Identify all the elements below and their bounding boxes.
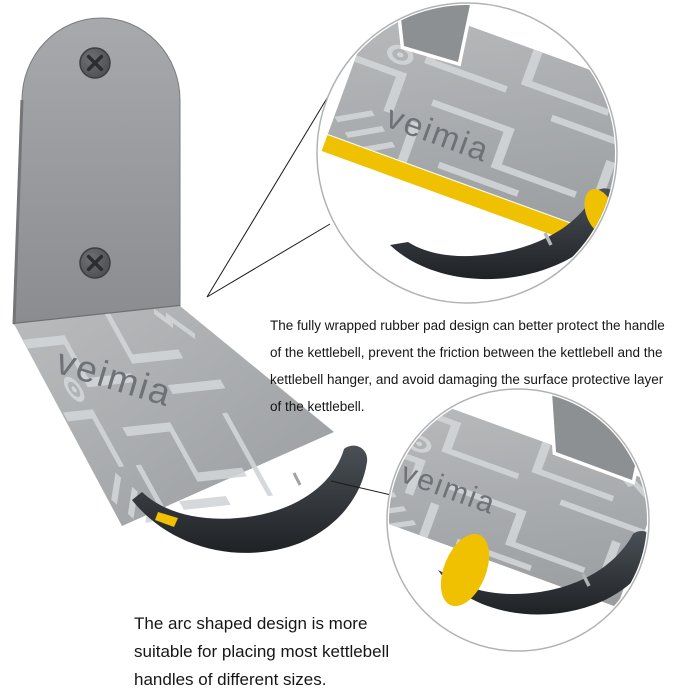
arc-end-highlight <box>440 533 490 607</box>
hook-seam-mark <box>292 472 302 486</box>
connector-line <box>206 79 339 298</box>
arc-design-description: The arc shaped design is more suitable f… <box>134 614 390 689</box>
wall-plate-corner <box>395 5 476 67</box>
zoom-rubber-hook <box>438 531 647 615</box>
wall-plate-edge <box>12 99 24 325</box>
callout-circle-arc: veimia <box>386 388 650 652</box>
rubber-hook <box>132 445 368 553</box>
mounting-screw-bottom <box>79 247 111 279</box>
zoom-hook-seam-mark <box>581 573 591 587</box>
kettlebell-hanger-product: veimia <box>12 17 368 553</box>
rubber-pad-description: The fully wrapped rubber pad design can … <box>270 318 665 414</box>
zoom-rubber-hook <box>390 188 615 280</box>
hook-plate <box>14 306 334 526</box>
mounting-screw-top <box>79 47 111 79</box>
rubber-highlight-strip <box>321 135 615 258</box>
callout-circle-rubber-pad: veimia <box>316 2 618 304</box>
zoom-hook-seam-mark <box>543 232 553 246</box>
callout-connectors <box>206 79 392 496</box>
connector-line <box>330 480 392 496</box>
rubber-pad-peek <box>155 512 178 527</box>
connector-line <box>206 223 331 298</box>
wall-plate <box>13 17 181 325</box>
